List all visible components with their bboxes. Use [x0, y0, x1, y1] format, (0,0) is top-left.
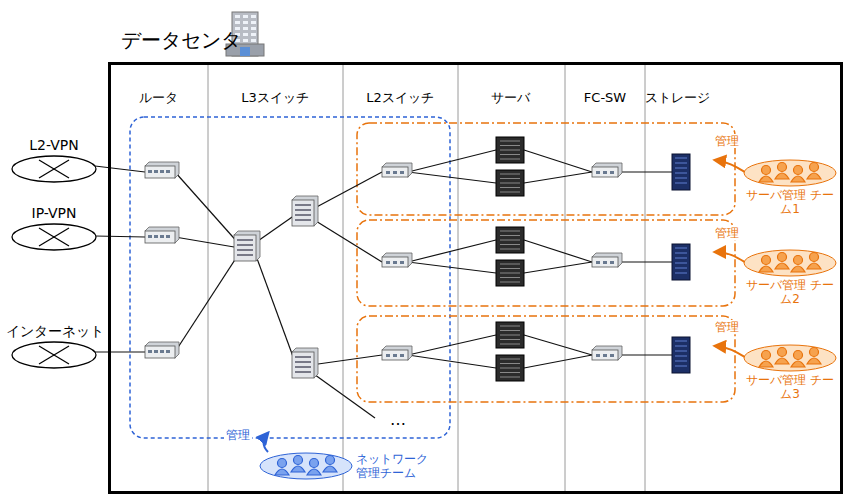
column-divider — [645, 64, 646, 492]
storage-icon — [672, 154, 690, 190]
datacenter-frame: ネットワーク 管理チーム サーバ管理 チーム1 サーバ管理 チーム2 サーバ管理 チー… — [108, 62, 843, 494]
network-wire — [175, 172, 240, 245]
column-header: FC-SW — [582, 90, 628, 106]
storage-icon — [672, 337, 690, 373]
team-ellipse — [742, 343, 838, 373]
network-wire — [524, 172, 592, 183]
cloud-shape — [6, 223, 102, 253]
management-label: 管理 — [224, 428, 252, 442]
network-wire — [408, 172, 496, 183]
network-name: L2-VPN — [6, 136, 102, 154]
l2-switch-icon — [382, 253, 412, 267]
network-wire — [408, 240, 496, 262]
network-wire — [255, 253, 295, 362]
network-wire — [618, 261, 672, 262]
column-divider — [458, 64, 459, 492]
router-icon — [145, 342, 179, 358]
management-label: 管理 — [713, 226, 741, 240]
team-group: ネットワーク 管理チーム — [258, 448, 438, 484]
router-icon — [145, 227, 179, 243]
team-group: サーバ管理 チーム2 — [742, 248, 838, 308]
team-name: ネットワーク 管理チーム — [356, 452, 434, 480]
column-header: L2スイッチ — [364, 90, 436, 106]
network-wire — [311, 372, 375, 418]
network-cloud: IP-VPN — [6, 204, 102, 254]
network-wire — [524, 240, 592, 262]
network-cloud: インターネット — [6, 322, 102, 372]
network-wire — [311, 218, 382, 262]
team-group: サーバ管理 チーム3 — [742, 343, 838, 403]
network-wire — [524, 262, 592, 273]
cloud-shape — [6, 341, 102, 371]
server-icon — [496, 355, 524, 381]
network-wire — [408, 335, 496, 355]
network-wire — [408, 355, 496, 368]
server-icon — [496, 227, 524, 253]
network-wire — [618, 354, 672, 355]
management-label: 管理 — [713, 134, 741, 148]
server-icon — [496, 260, 524, 286]
server-region — [357, 123, 735, 215]
management-arrow — [264, 433, 269, 452]
network-wire — [175, 252, 240, 352]
server-icon — [496, 170, 524, 196]
column-divider — [343, 64, 344, 492]
column-divider — [565, 64, 566, 492]
network-name: インターネット — [6, 322, 102, 340]
network-wire — [524, 150, 592, 172]
network-wire — [255, 215, 295, 243]
network-region — [130, 117, 450, 438]
team-group: サーバ管理 チーム1 — [742, 158, 838, 218]
router-icon — [145, 162, 179, 178]
l3-switch-icon — [234, 231, 260, 261]
column-header: サーバ — [489, 90, 532, 106]
team-ellipse — [258, 448, 354, 482]
management-arrow — [715, 160, 748, 174]
network-wire — [524, 335, 592, 355]
team-ellipse — [742, 158, 838, 188]
l2-switch-icon — [382, 163, 412, 177]
management-arrow — [715, 252, 748, 264]
network-name: IP-VPN — [6, 204, 102, 222]
fc-switch-icon — [592, 163, 622, 177]
fc-switch-icon — [592, 346, 622, 360]
network-wire — [311, 355, 382, 365]
cloud-shape — [6, 155, 102, 185]
network-wire — [618, 171, 672, 172]
column-header: ルータ — [137, 90, 180, 106]
l2-switch-icon — [382, 346, 412, 360]
management-arrow — [715, 346, 748, 359]
network-wire — [95, 236, 145, 237]
server-region — [357, 316, 735, 402]
network-wire — [408, 150, 496, 172]
network-wire — [524, 355, 592, 368]
network-cloud: L2-VPN — [6, 136, 102, 186]
column-header: ストレージ — [643, 90, 712, 106]
title-heading: データセンタ — [121, 27, 241, 54]
network-wire — [311, 172, 382, 210]
server-region — [357, 220, 735, 306]
l3-switch-icon — [292, 196, 318, 226]
column-header: L3スイッチ — [239, 90, 311, 106]
network-wire — [175, 237, 240, 248]
column-divider — [208, 64, 209, 492]
l3-switch-icon — [292, 348, 318, 378]
network-wire — [95, 351, 145, 352]
network-wire — [408, 262, 496, 273]
team-name: サーバ管理 チーム3 — [742, 373, 838, 401]
team-ellipse — [742, 248, 838, 278]
ellipsis-mark: … — [388, 410, 408, 429]
server-icon — [496, 322, 524, 348]
server-icon — [496, 137, 524, 163]
fc-switch-icon — [592, 253, 622, 267]
network-wire — [95, 166, 145, 172]
management-label: 管理 — [713, 320, 741, 334]
storage-icon — [672, 244, 690, 280]
team-name: サーバ管理 チーム2 — [742, 278, 838, 306]
team-name: サーバ管理 チーム1 — [742, 188, 838, 216]
